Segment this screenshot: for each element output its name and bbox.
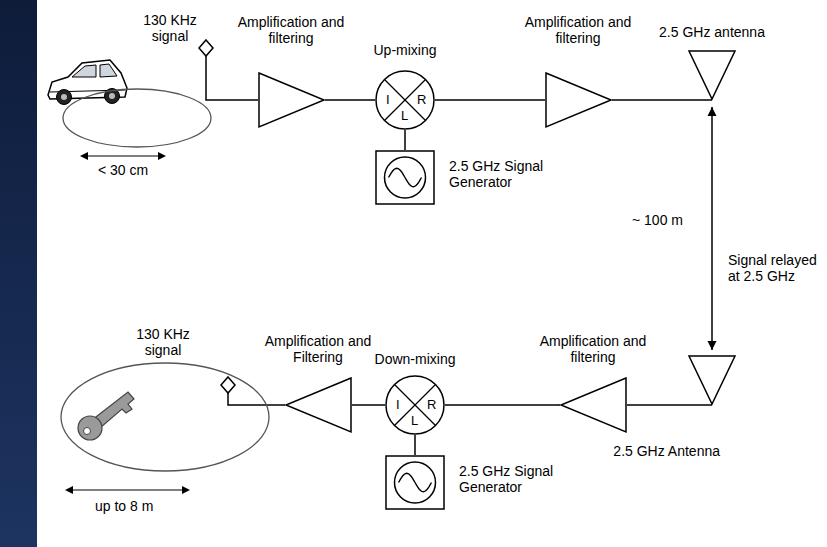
amplifier-triangle: Amplification and filtering — [545, 72, 612, 128]
wire-line — [612, 99, 712, 101]
signal-generator: 2.5 GHz Signal Generator — [375, 150, 435, 205]
loop-antenna — [221, 377, 235, 393]
arrow-head — [708, 341, 717, 350]
wire-line — [435, 99, 545, 101]
shape-outline — [285, 377, 352, 433]
shape-outline — [62, 88, 212, 148]
component-label: Down-mixing — [375, 351, 456, 367]
loop-antenna — [199, 40, 213, 56]
signal-wire — [212, 100, 258, 101]
component-label: 2.5 GHz Signal Generator — [449, 158, 561, 190]
dimension-arrow — [80, 152, 166, 160]
wire-line — [627, 404, 712, 406]
signal-wire — [445, 405, 560, 406]
signal-generator: 2.5 GHz Signal Generator — [385, 455, 445, 510]
wire-line — [445, 404, 560, 406]
port-letter: L — [401, 108, 408, 123]
signal-wire — [352, 405, 385, 406]
signal-wire — [405, 130, 406, 150]
key-hole — [84, 428, 91, 435]
component-label: Amplification and filtering — [538, 333, 648, 365]
shape-outline — [560, 377, 627, 433]
component-label: Amplification and filtering — [523, 14, 633, 46]
car-antenna — [199, 40, 213, 100]
key-antenna — [221, 377, 270, 405]
antenna-symbol: 2.5 GHz antenna — [688, 50, 736, 100]
wire-line — [212, 99, 258, 101]
wire-line — [414, 435, 416, 455]
field-region: 130 KHz signal — [62, 88, 212, 148]
arrow-head — [708, 107, 717, 116]
key-head — [78, 416, 102, 440]
wire-line — [404, 130, 406, 150]
wire-line — [325, 99, 375, 101]
component-label: 130 KHz signal — [130, 326, 196, 358]
signal-wire — [708, 107, 717, 350]
component-label: Up-mixing — [373, 42, 436, 58]
signal-wire — [325, 100, 375, 101]
shape-outline — [688, 50, 736, 100]
shape-outline — [60, 362, 270, 472]
signal-wire — [627, 405, 712, 406]
shape-outline — [375, 150, 435, 205]
amplifier-triangle: Amplification and Filtering — [285, 377, 352, 433]
car-hub — [109, 93, 115, 99]
mixer-symbol: Up-mixingIRL — [375, 70, 435, 130]
wire-line — [711, 107, 713, 350]
signal-wire — [435, 100, 545, 101]
signal-wire — [415, 435, 416, 455]
wire-line — [352, 404, 385, 406]
signal-wire — [612, 100, 712, 101]
component-label: 2.5 GHz antenna — [659, 24, 765, 40]
component-label: 2.5 GHz Signal Generator — [459, 463, 571, 495]
annotation-label: Signal relayed at 2.5 GHz — [728, 252, 820, 284]
signal-wire — [270, 404, 285, 405]
amplifier-triangle: Amplification and filtering — [258, 72, 325, 128]
shape-outline — [385, 455, 445, 510]
component-label: Amplification and filtering — [236, 14, 346, 46]
car-hub — [61, 94, 67, 100]
component-label: Amplification and Filtering — [263, 333, 373, 365]
annotation-label: up to 8 m — [95, 498, 153, 514]
shape-outline — [688, 355, 736, 405]
mixer-symbol: Down-mixingIRL — [385, 375, 445, 435]
port-letter: L — [411, 413, 418, 428]
port-letter: I — [396, 397, 400, 412]
component-label: 2.5 GHz Antenna — [613, 443, 720, 459]
dark-frame-strip — [0, 0, 37, 547]
car-illustration — [48, 60, 127, 105]
antenna-symbol: 2.5 GHz Antenna — [688, 355, 736, 405]
field-region: 130 KHz signal — [60, 362, 270, 472]
port-letter: R — [417, 92, 426, 107]
component-label: 130 KHz signal — [137, 12, 203, 44]
shape-outline — [545, 72, 612, 128]
port-letter: R — [427, 397, 436, 412]
shape-outline — [258, 72, 325, 128]
annotation-label: ~ 100 m — [632, 212, 683, 228]
dimension-arrow — [65, 486, 190, 494]
amplifier-triangle: Amplification and filtering — [560, 377, 627, 433]
antenna-wire — [206, 56, 212, 100]
wire-line — [270, 404, 285, 406]
car-wheel — [57, 90, 72, 105]
car-window — [72, 64, 117, 77]
port-letter: I — [386, 92, 390, 107]
key-illustration — [78, 392, 134, 440]
annotation-label: < 30 cm — [98, 162, 148, 178]
